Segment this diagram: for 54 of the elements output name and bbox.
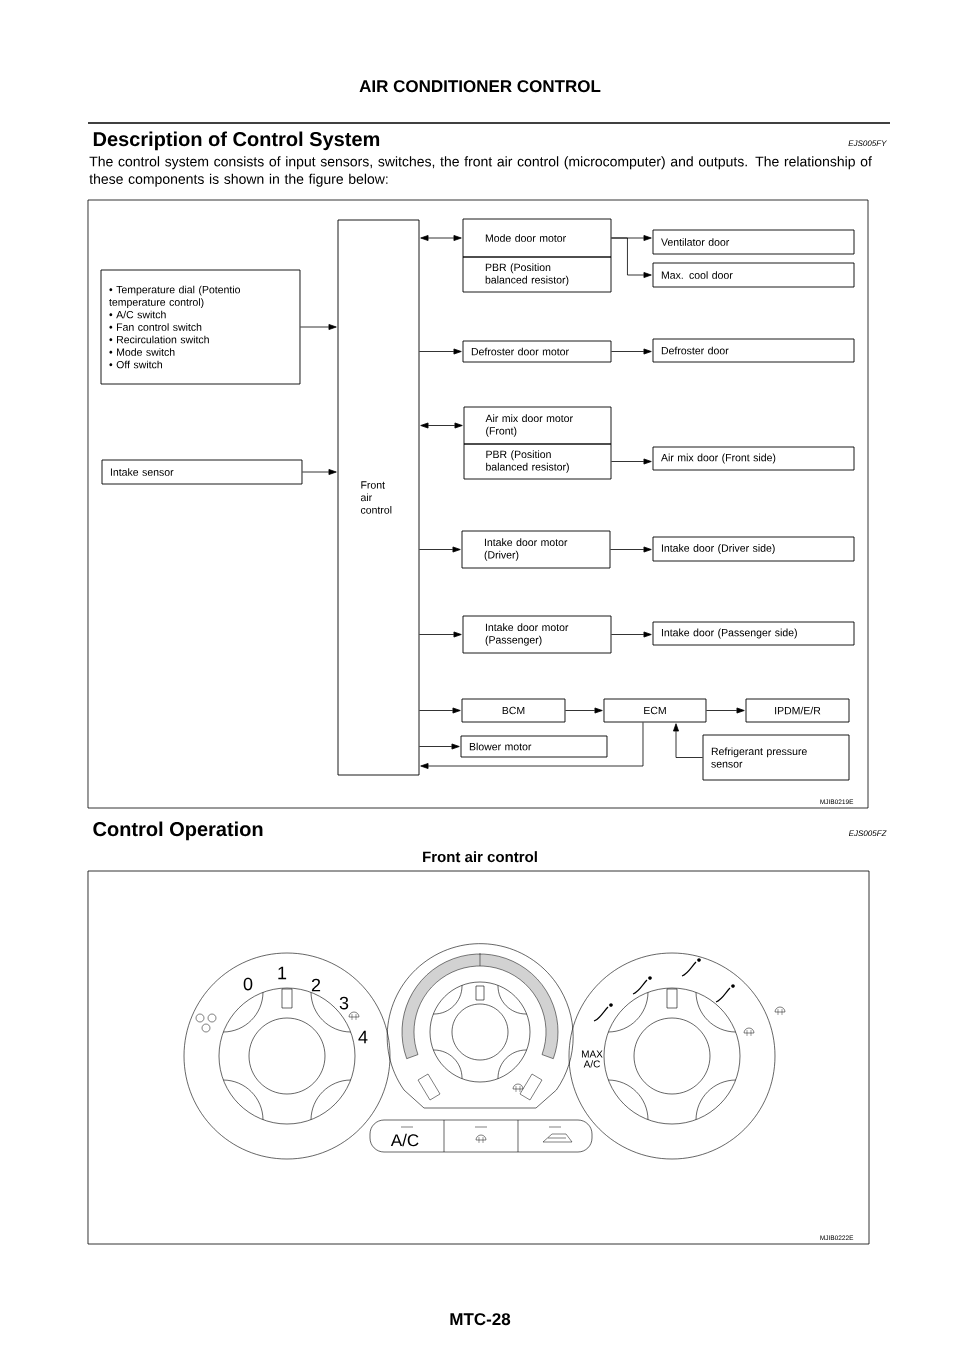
arrow bbox=[302, 469, 337, 475]
mode-label: MAX A/C bbox=[582, 1050, 603, 1068]
arrow bbox=[610, 546, 652, 553]
door-box: Ventilator door bbox=[652, 229, 855, 255]
motor-box: Air mix door motor (Front) bbox=[463, 406, 612, 445]
sensor-box: Intake sensor bbox=[101, 459, 303, 485]
motor-box: Intake door motor (Driver) bbox=[461, 530, 611, 569]
page-header: AIR CONDITIONER CONTROL bbox=[359, 80, 601, 93]
arrow bbox=[611, 458, 652, 465]
paragraph: The control system consists of input sensors, switches, the front air control (microcomputer) and outputs. The relationship of these components is shown in the figure below: bbox=[89, 156, 872, 187]
motor-box: Blower motor bbox=[460, 735, 608, 758]
resistor-box: PBR (Position balanced resistor) bbox=[463, 443, 612, 480]
door-box: Intake door (Driver side) bbox=[652, 536, 855, 562]
arrow bbox=[419, 348, 462, 355]
dial-number: 2 bbox=[311, 978, 321, 992]
section-heading: Description of Control System bbox=[93, 131, 380, 151]
arrow bbox=[419, 743, 460, 750]
arrow bbox=[673, 723, 703, 758]
arrow bbox=[420, 235, 462, 241]
button-label: A/C bbox=[390, 1133, 419, 1147]
arrow bbox=[706, 707, 745, 714]
arrow bbox=[419, 546, 461, 553]
module-box: ECM bbox=[603, 698, 707, 723]
arrow bbox=[300, 324, 337, 330]
resistor-box: PBR (Position balanced resistor) bbox=[462, 256, 612, 293]
dial-number: 1 bbox=[278, 966, 287, 980]
controller-box: Front air control bbox=[337, 219, 420, 776]
motor-box: Mode door motor bbox=[462, 218, 612, 258]
reference-code: EJS005FZ bbox=[848, 830, 887, 837]
arrow bbox=[565, 707, 603, 714]
input-list-box: • Temperature dial (Potentio temperature control) • A/C switch • Fan control switch • Recirculation switch • Mode switch • Off switch bbox=[100, 269, 301, 385]
door-box: Defroster door bbox=[652, 338, 855, 363]
module-box: IPDM/E/R bbox=[745, 698, 850, 723]
door-box: Air mix door (Front side) bbox=[652, 446, 855, 471]
motor-box: Intake door motor (Passenger) bbox=[462, 615, 612, 654]
door-box: Max. cool door bbox=[652, 262, 855, 288]
arrow bbox=[611, 348, 652, 355]
arrow bbox=[420, 422, 463, 429]
arrow bbox=[419, 707, 461, 714]
motor-box: Defroster door motor bbox=[462, 340, 612, 363]
reference-code: EJS005FY bbox=[848, 140, 887, 147]
dial-number: 3 bbox=[339, 996, 349, 1010]
section-heading: Control Operation bbox=[93, 821, 263, 841]
door-box: Intake door (Passenger side) bbox=[652, 621, 855, 646]
dial-number: 0 bbox=[243, 977, 253, 991]
arrow bbox=[419, 631, 462, 638]
arrow bbox=[611, 631, 652, 638]
dial-number: 4 bbox=[358, 1030, 368, 1044]
sensor-box: Refrigerant pressure sensor bbox=[702, 734, 850, 781]
arrow bbox=[611, 237, 652, 278]
module-box: BCM bbox=[461, 698, 566, 723]
figure-heading: Front air control bbox=[423, 851, 537, 863]
arrow bbox=[420, 722, 644, 769]
page-number: MTC-28 bbox=[450, 1313, 511, 1326]
